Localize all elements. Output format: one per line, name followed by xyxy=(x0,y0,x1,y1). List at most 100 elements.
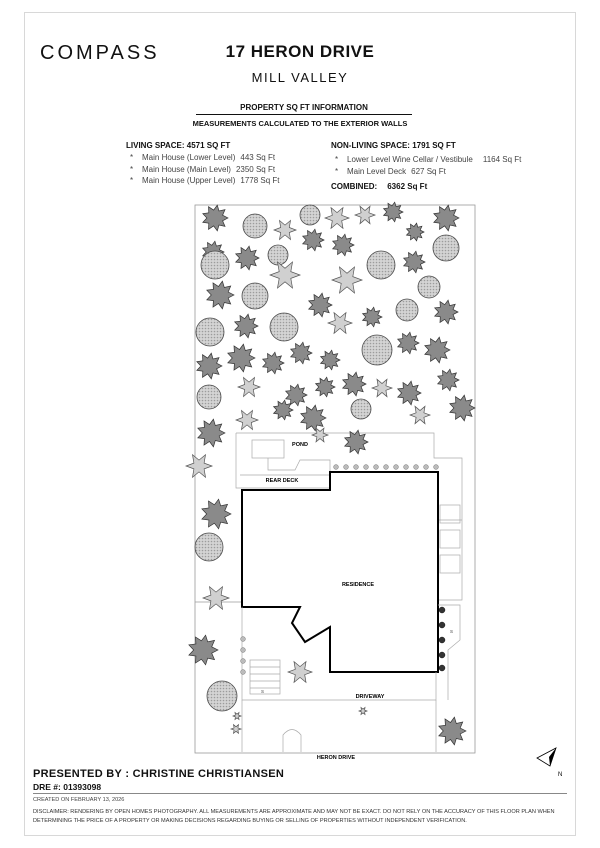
tree-icon xyxy=(449,394,476,422)
tree-icon xyxy=(330,266,364,294)
north-arrow-icon: N xyxy=(536,747,562,778)
tree-icon xyxy=(272,219,298,241)
residence-outline xyxy=(241,471,439,673)
tree-icon xyxy=(382,201,404,223)
pond-label: POND xyxy=(292,442,308,448)
tree-icon xyxy=(323,206,351,230)
tree-icon xyxy=(197,418,226,448)
list-item: *Main House (Lower Level)443 Sq Ft xyxy=(130,153,276,162)
disclaimer: DISCLAIMER: RENDERING BY OPEN HOMES PHOT… xyxy=(33,809,555,824)
tree-icon xyxy=(353,205,377,225)
tree-icon xyxy=(289,341,313,365)
tree-icon xyxy=(188,634,219,666)
tree-icon xyxy=(286,660,314,684)
tree-icon xyxy=(370,378,394,398)
tree-icon xyxy=(233,313,259,339)
tree-icon xyxy=(301,228,325,252)
tree-icon xyxy=(194,532,224,562)
dre-number: DRE #: 01393098 xyxy=(33,782,102,792)
compass-logo: COMPASS xyxy=(40,42,160,64)
tree-icon xyxy=(341,371,367,397)
tree-icon xyxy=(424,336,451,364)
living-space-list: *Main House (Lower Level)443 Sq Ft *Main… xyxy=(130,152,280,187)
tree-icon xyxy=(395,298,419,322)
tree-icon xyxy=(241,282,269,310)
tree-icon xyxy=(227,343,256,373)
tree-icon xyxy=(184,453,214,479)
living-space-title: LIVING SPACE: 4571 SQ FT xyxy=(126,141,231,150)
pebble-row xyxy=(240,464,439,675)
tree-icon xyxy=(234,409,260,431)
property-city: MILL VALLEY xyxy=(251,70,349,85)
tree-icon xyxy=(417,275,441,299)
tree-icon xyxy=(433,204,460,232)
tree-icon xyxy=(436,368,460,392)
tree-icon xyxy=(268,261,302,289)
tree-icon xyxy=(319,349,341,371)
grade-mark: S xyxy=(261,689,264,694)
tree-icon xyxy=(195,317,225,347)
tree-icon xyxy=(300,404,327,432)
created-date: CREATED ON FEBRUARY 13, 2026 xyxy=(33,797,125,803)
non-living-space-title: NON-LIVING SPACE: 1791 SQ FT xyxy=(331,141,456,150)
tree-icon xyxy=(396,331,420,355)
tree-icon xyxy=(201,498,232,530)
tree-icon xyxy=(343,429,369,455)
tree-icon xyxy=(438,716,467,746)
tree-icon xyxy=(200,250,230,280)
tree-icon xyxy=(234,245,260,271)
sqft-info-subheading: MEASUREMENTS CALCULATED TO THE EXTERIOR … xyxy=(192,119,408,128)
tree-icon xyxy=(310,427,330,443)
tree-icon xyxy=(314,376,336,398)
tree-icon xyxy=(206,280,235,310)
tree-icon xyxy=(396,380,422,406)
tree-icon xyxy=(236,376,262,398)
tree-icon xyxy=(366,250,396,280)
tree-icon xyxy=(201,585,231,611)
list-item: *Main House (Main Level)2350 Sq Ft xyxy=(130,164,276,174)
north-label: N xyxy=(558,772,562,778)
property-address: 17 HERON DRIVE xyxy=(225,42,375,61)
tree-icon xyxy=(402,250,426,274)
tree-icon xyxy=(326,311,354,335)
tree-icon xyxy=(242,213,268,239)
tree-icon xyxy=(196,384,222,410)
residence-label: RESIDENCE xyxy=(342,582,374,588)
tree-icon xyxy=(350,398,372,420)
grade-mark: S xyxy=(450,629,453,634)
tree-icon xyxy=(408,405,432,425)
tree-icon xyxy=(269,312,299,342)
page-frame xyxy=(24,12,576,836)
pebble-dark-row xyxy=(438,606,446,672)
tree-icon xyxy=(299,204,321,226)
list-item: *Main House (Upper Level)1778 Sq Ft xyxy=(130,176,280,185)
driveway-label: DRIVEWAY xyxy=(356,694,385,700)
tree-icon xyxy=(307,292,333,318)
tree-icon xyxy=(358,706,368,716)
tree-icon xyxy=(433,299,459,325)
tree-icon xyxy=(272,399,294,421)
tree-icon xyxy=(206,680,238,712)
tree-icon xyxy=(284,383,308,407)
tree-icon xyxy=(261,351,285,375)
tree-canopy xyxy=(184,201,476,746)
tree-icon xyxy=(361,334,393,366)
presented-by: PRESENTED BY : CHRISTINE CHRISTIANSEN xyxy=(33,768,285,780)
tree-icon xyxy=(196,352,223,380)
driveway-area xyxy=(241,604,461,752)
combined-total: COMBINED:6362 Sq Ft xyxy=(331,182,428,191)
tree-icon xyxy=(331,233,355,257)
tree-icon xyxy=(405,222,425,242)
tree-icon xyxy=(232,711,242,721)
tree-icon xyxy=(202,204,229,232)
rear-deck-label: REAR DECK xyxy=(266,478,299,484)
lot-boundary xyxy=(194,204,476,754)
tree-icon xyxy=(432,234,460,262)
tree-icon xyxy=(361,306,383,328)
sqft-info-heading: PROPERTY SQ FT INFORMATION xyxy=(196,103,412,115)
footer-divider xyxy=(33,793,567,794)
